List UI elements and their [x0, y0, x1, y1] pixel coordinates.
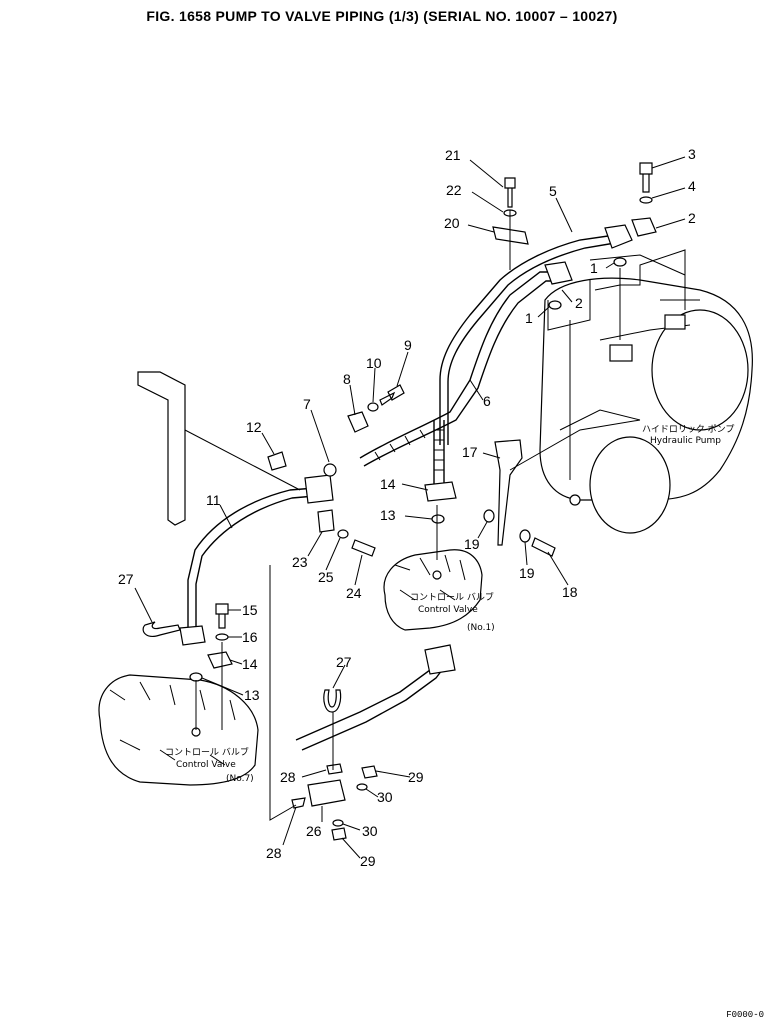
flange-lower [424, 644, 456, 675]
callout-14b: 14 [242, 656, 258, 672]
leader-lines [134, 156, 686, 859]
cv7-label-no: (No.7) [226, 774, 254, 784]
clamp-26 [307, 779, 346, 807]
cv7-label-jp: コントロール バルブ [165, 746, 249, 758]
callout-24: 24 [346, 585, 362, 601]
bracket-17 [494, 439, 523, 546]
callout-25: 25 [318, 569, 334, 585]
callout-30a: 30 [377, 789, 393, 805]
flange-2 [544, 261, 573, 285]
plate-28a [326, 763, 343, 775]
o-ring-1b [548, 300, 562, 310]
washer-30a [356, 783, 368, 791]
callout-22: 22 [446, 182, 462, 198]
control-valve-1 [383, 549, 483, 631]
cv1-label-en: Control Valve [418, 605, 478, 615]
callout-13b: 13 [244, 687, 260, 703]
flange-14 [424, 481, 457, 502]
washer-16 [215, 633, 229, 641]
o-ring-13a [431, 514, 445, 524]
pipe-lower [295, 654, 449, 751]
callout-7: 7 [303, 396, 311, 412]
callout-28a: 28 [280, 769, 296, 785]
callout-21: 21 [445, 147, 461, 163]
elbow-12 [267, 451, 287, 471]
callout-9: 9 [404, 337, 412, 353]
callout-27a: 27 [118, 571, 134, 587]
callout-14a: 14 [380, 476, 396, 492]
bolt-18 [531, 537, 556, 557]
callout-6: 6 [483, 393, 491, 409]
bolt-24 [351, 539, 376, 557]
callout-10: 10 [366, 355, 382, 371]
callout-23: 23 [292, 554, 308, 570]
callout-15: 15 [242, 602, 258, 618]
flange-11-bottom [179, 625, 206, 646]
callout-2b: 2 [575, 295, 583, 311]
callout-19b: 19 [519, 565, 535, 581]
washer-19a [483, 509, 495, 523]
callout-11: 11 [206, 492, 221, 508]
block-23 [317, 509, 335, 533]
washer-4 [639, 196, 653, 204]
callout-4: 4 [688, 178, 696, 194]
u-bolt-27a [142, 621, 181, 637]
pipe-11 [187, 487, 316, 630]
clamp-8 [347, 411, 369, 433]
bolt-15 [215, 603, 229, 629]
callout-1a: 1 [590, 260, 598, 276]
callout-16: 16 [242, 629, 258, 645]
nut-29b [331, 827, 347, 841]
nut-29a [361, 765, 378, 779]
washer-10 [367, 402, 379, 412]
callout-28b: 28 [266, 845, 282, 861]
split-flange-2 [631, 217, 657, 237]
callout-12: 12 [246, 419, 262, 435]
washer-30b [332, 819, 344, 827]
callout-18: 18 [562, 584, 578, 600]
o-ring-13b [189, 672, 203, 682]
callout-27b: 27 [336, 654, 352, 670]
callout-20: 20 [444, 215, 460, 231]
callout-1b: 1 [525, 310, 533, 326]
pipe-5 [439, 234, 616, 445]
callout-13a: 13 [380, 507, 396, 523]
pump-label-jp: ハイドロリック ポンプ [642, 424, 734, 435]
cv7-label-en: Control Valve [176, 760, 236, 770]
bolt-9 [379, 384, 405, 406]
washer-19b [519, 529, 531, 543]
callout-8: 8 [343, 371, 351, 387]
cv1-label-jp: コントロール バルブ [410, 591, 494, 603]
flange-11 [304, 474, 334, 504]
hydraulic-pump [539, 254, 753, 534]
figure-title: FIG. 1658 PUMP TO VALVE PIPING (1/3) (SE… [146, 8, 618, 24]
pump-label-en: Hydraulic Pump [650, 436, 721, 446]
pipe-to-valve-1 [433, 420, 445, 485]
callout-5: 5 [549, 183, 557, 199]
bolt-3 [639, 162, 653, 193]
cv1-label-no: (No.1) [467, 623, 495, 633]
callout-19a: 19 [464, 536, 480, 552]
callout-30b: 30 [362, 823, 378, 839]
left-bracket [137, 371, 186, 526]
bolt-21 [504, 177, 516, 208]
flange-top-right [604, 224, 633, 249]
hose-6 [359, 271, 555, 467]
callout-2a: 2 [688, 210, 696, 226]
washer-25 [337, 529, 349, 539]
callout-3: 3 [688, 146, 696, 162]
clamp-14b [207, 651, 233, 669]
callout-17: 17 [462, 444, 478, 460]
callout-numbers: 21 22 20 5 3 4 2 1 2 1 9 10 8 6 7 12 17 … [118, 146, 696, 869]
o-ring-7 [323, 463, 337, 477]
corner-code: F0000-0 [726, 1010, 764, 1020]
u-bolt-27b [323, 689, 342, 713]
callout-26: 26 [306, 823, 322, 839]
callout-29a: 29 [408, 769, 424, 785]
o-ring-1a [613, 257, 627, 267]
callout-29b: 29 [360, 853, 376, 869]
